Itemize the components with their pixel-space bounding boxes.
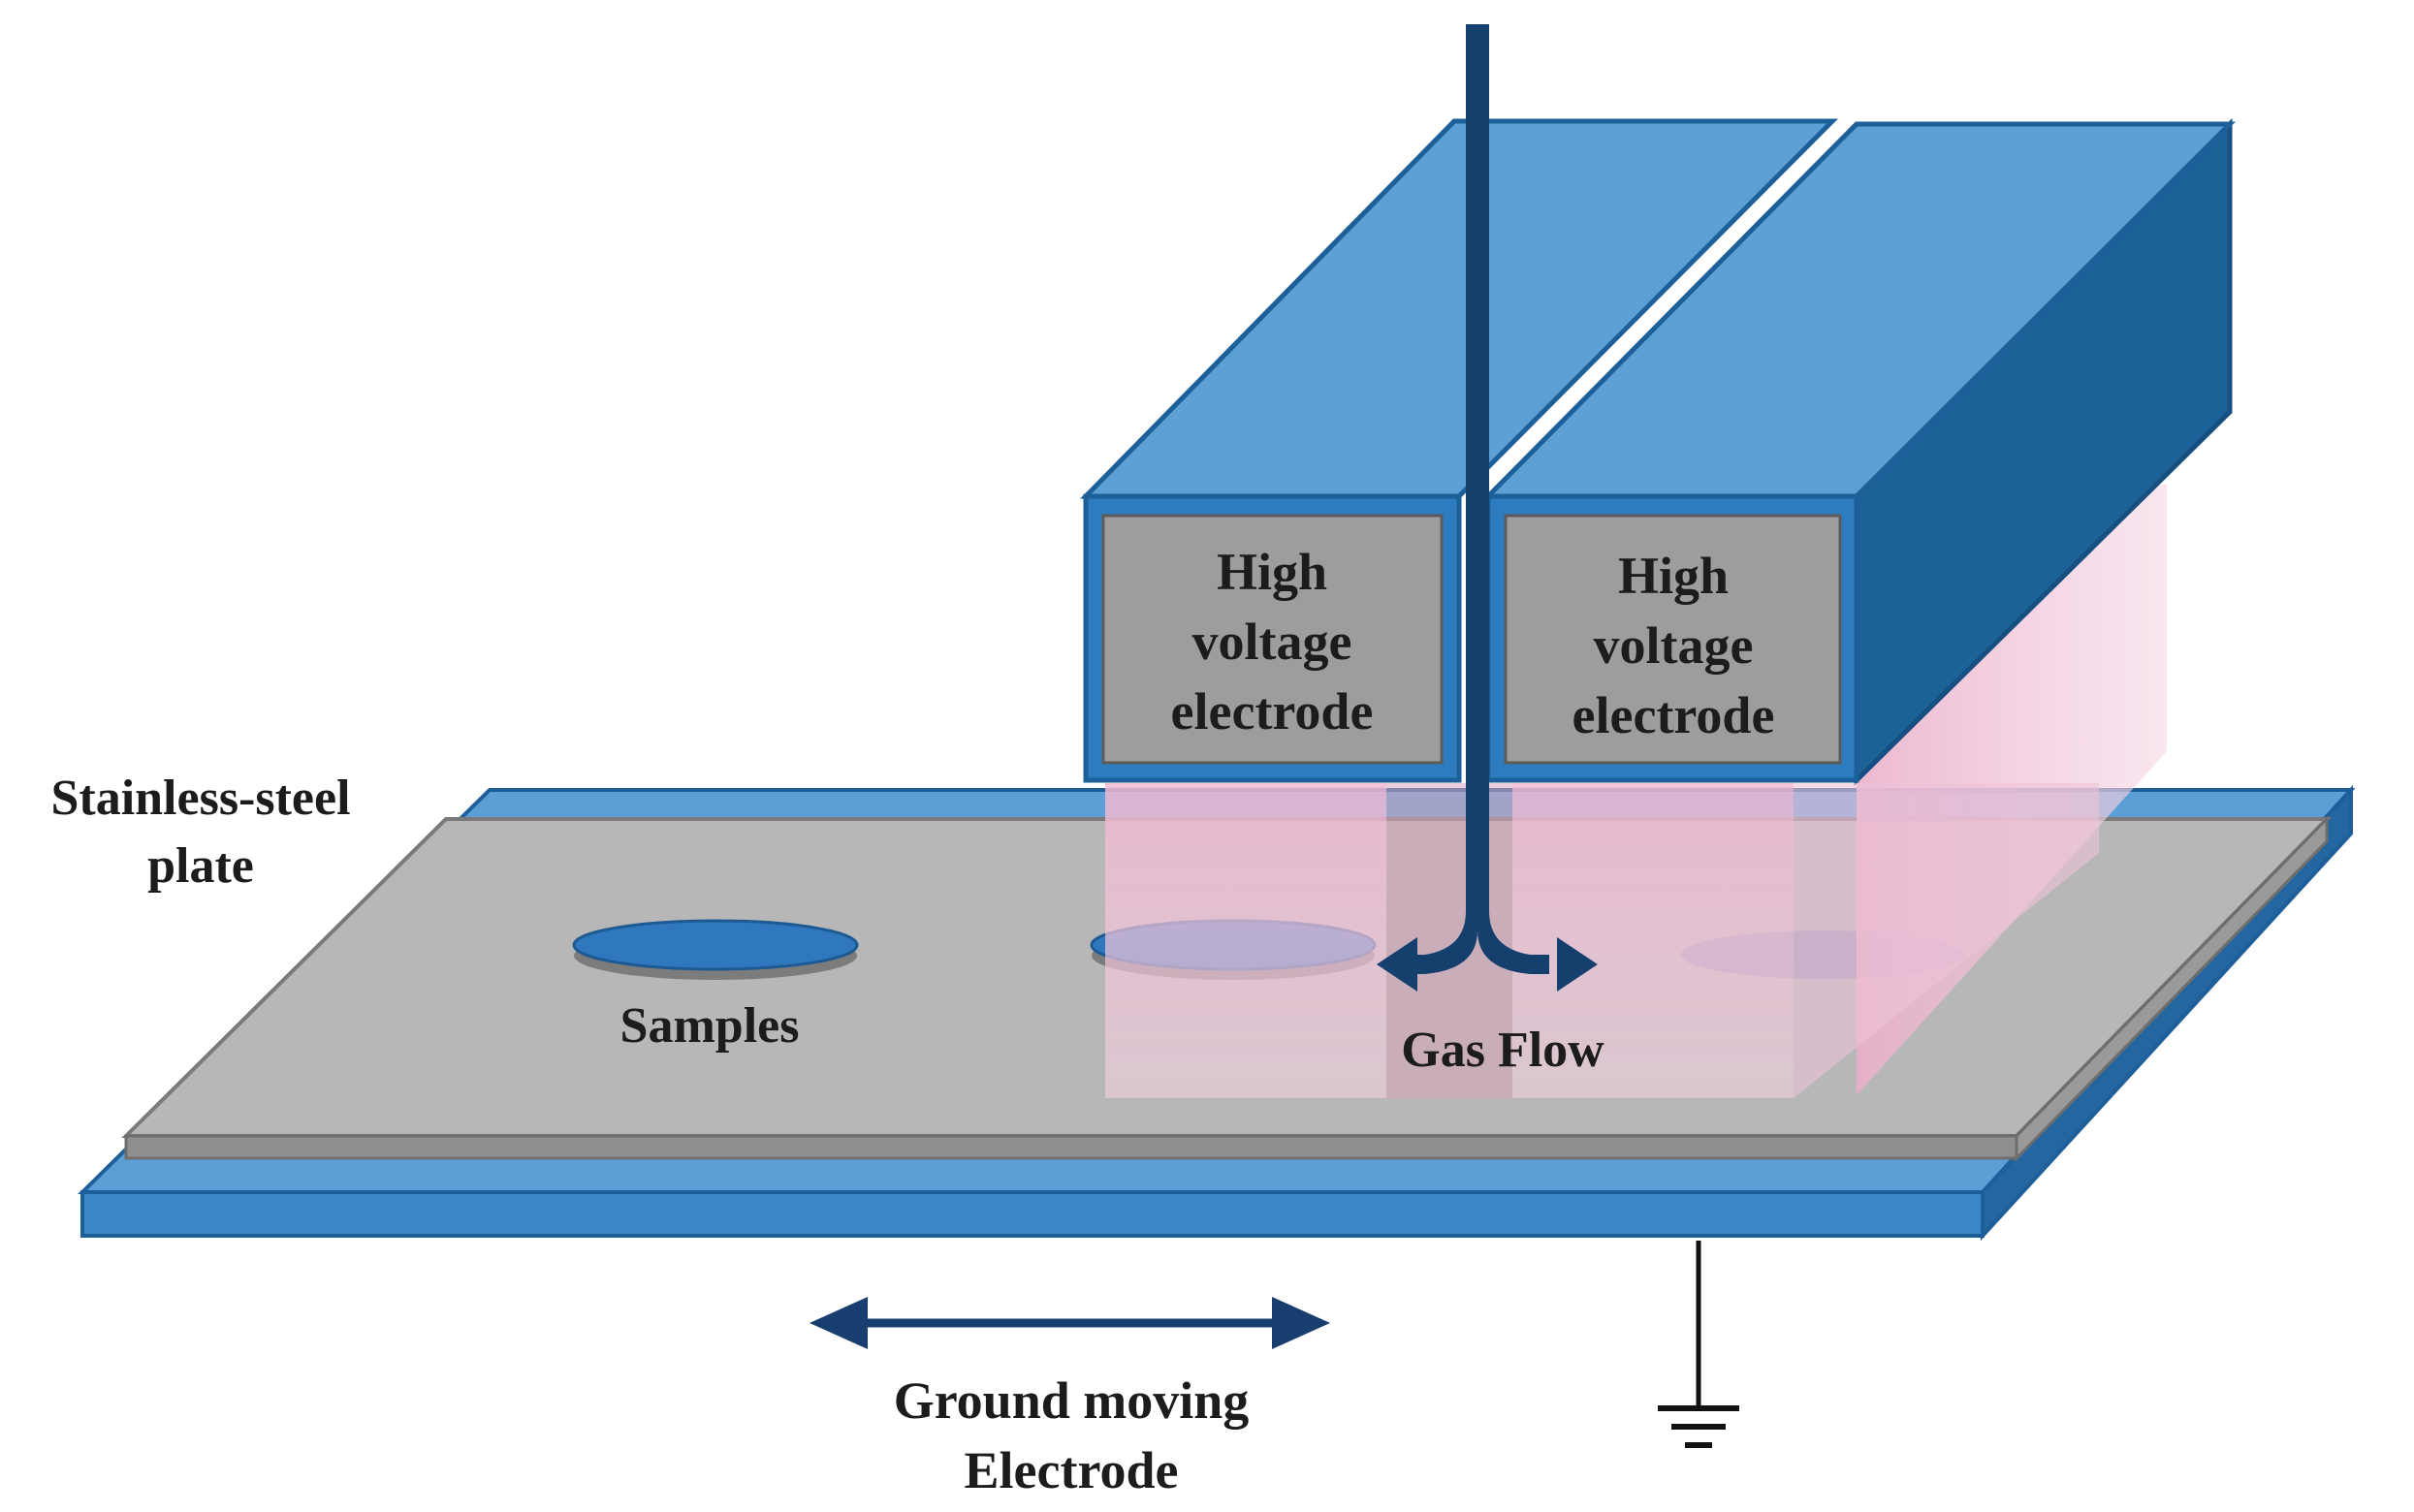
left-electrode <box>1080 118 1839 783</box>
left-electrode-label-line-3: electrode <box>1171 682 1374 740</box>
gas-flow-label: Gas Flow <box>1401 1023 1604 1078</box>
right-electrode-face <box>1504 514 1842 765</box>
right-electrode-label-line-3: electrode <box>1572 686 1775 744</box>
right-electrode <box>1482 117 2237 786</box>
plate-front-face <box>124 1134 2018 1160</box>
base-front-face <box>80 1190 1985 1238</box>
ground-label: Ground moving Electrode <box>894 1371 1250 1499</box>
right-electrode-label-line-1: High <box>1618 547 1729 605</box>
gas-flow-arrow-left <box>1377 937 1417 992</box>
left-electrode-label: High voltage electrode <box>1171 543 1374 740</box>
right-electrode-label-line-2: voltage <box>1594 616 1754 675</box>
plate-label-line-1: Stainless-steel <box>50 771 350 826</box>
right-electrode-label: High voltage electrode <box>1572 547 1775 744</box>
plate-right-face <box>2015 815 2329 1162</box>
gas-flow-arrow-right <box>1557 937 1598 992</box>
left-electrode-label-line-2: voltage <box>1192 613 1352 671</box>
ground-label-line-2: Electrode <box>965 1441 1179 1499</box>
sample-disk-1 <box>572 919 859 980</box>
ground-symbol-icon <box>1658 1241 1739 1448</box>
left-electrode-label-line-1: High <box>1217 543 1327 601</box>
plate-label-line-2: plate <box>147 838 254 894</box>
samples-label: Samples <box>620 998 800 1054</box>
plasma-left <box>1105 783 1386 1098</box>
ground-label-line-1: Ground moving <box>894 1371 1250 1430</box>
double-arrow-icon <box>810 1297 1330 1349</box>
plate-label: Stainless-steel plate <box>50 771 350 894</box>
left-electrode-face <box>1101 514 1444 765</box>
plasma-right-depth <box>1794 783 2099 1098</box>
gas-inlet-tube-icon <box>1377 24 1598 992</box>
